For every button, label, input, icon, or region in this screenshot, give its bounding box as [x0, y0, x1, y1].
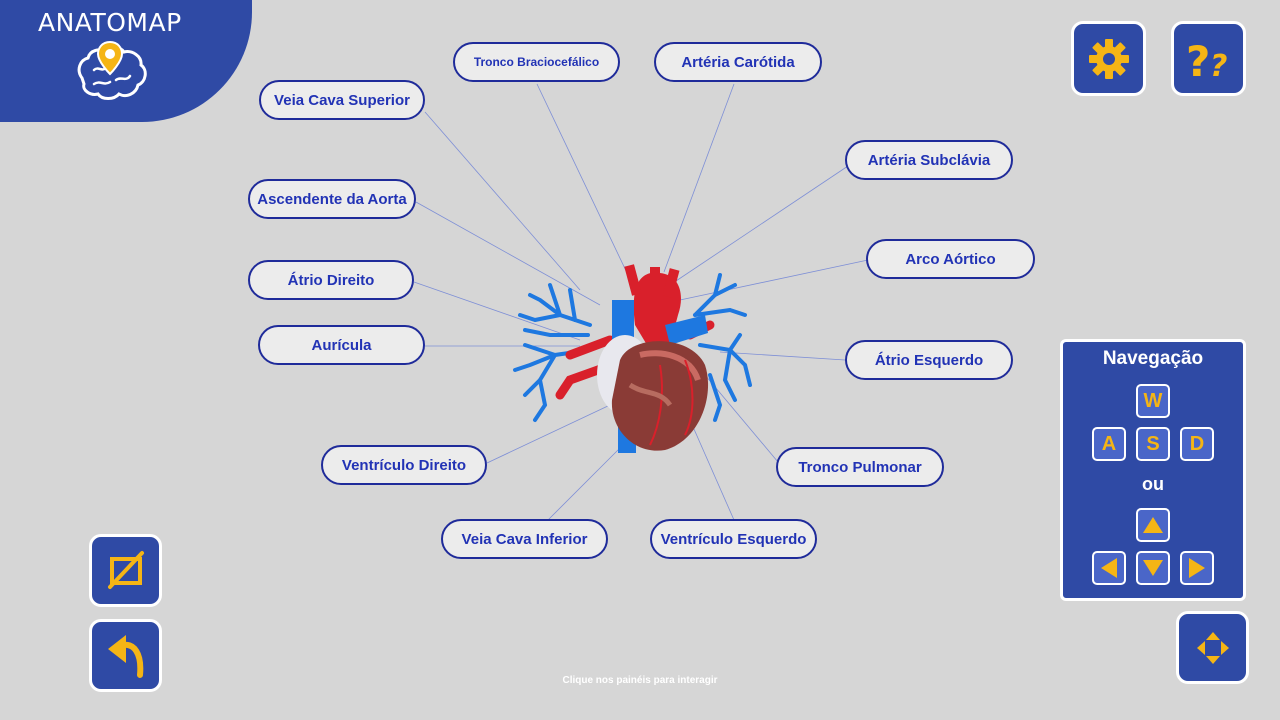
move-arrows-icon	[1196, 631, 1229, 664]
label-arco-aortico[interactable]: Arco Aórtico	[866, 239, 1035, 279]
key-s[interactable]: S	[1136, 427, 1170, 461]
navigation-panel: Navegação W A S D ou	[1060, 339, 1246, 601]
arrow-left-key[interactable]	[1092, 551, 1126, 585]
square-slash-icon	[107, 550, 144, 589]
interaction-hint: Clique nos painéis para interagir	[562, 675, 718, 686]
arrow-down-icon	[1143, 560, 1163, 576]
label-auricula[interactable]: Aurícula	[258, 325, 425, 365]
label-veia-cava-superior[interactable]: Veia Cava Superior	[259, 80, 425, 120]
label-atrio-direito[interactable]: Átrio Direito	[248, 260, 414, 300]
help-button[interactable]: ? ?	[1171, 21, 1246, 96]
navigation-or: ou	[1142, 474, 1164, 494]
arrow-right-icon	[1189, 558, 1205, 578]
arrow-left-icon	[1101, 558, 1117, 578]
heart-model	[513, 264, 752, 453]
reset-view-button[interactable]	[89, 619, 162, 692]
settings-button[interactable]	[1071, 21, 1146, 96]
arrow-up-icon	[1143, 517, 1163, 533]
key-w[interactable]: W	[1136, 384, 1170, 418]
question-marks-icon: ? ?	[1186, 37, 1227, 82]
label-atrio-esquerdo[interactable]: Átrio Esquerdo	[845, 340, 1013, 380]
undo-arrow-icon	[107, 634, 143, 678]
svg-text:?: ?	[1186, 37, 1210, 82]
key-d[interactable]: D	[1180, 427, 1214, 461]
label-arteria-carotida[interactable]: Artéria Carótida	[654, 42, 822, 82]
app-title: ANATOMAP	[38, 8, 182, 37]
arrow-right-key[interactable]	[1180, 551, 1214, 585]
label-ascendente-aorta[interactable]: Ascendente da Aorta	[248, 179, 416, 219]
logo-panel: ANATOMAP	[0, 0, 252, 122]
label-tronco-braquiocefalico[interactable]: Tronco Braciocefálico	[453, 42, 620, 82]
gear-icon	[1088, 38, 1129, 79]
arrow-down-key[interactable]	[1136, 551, 1170, 585]
label-ventriculo-direito[interactable]: Ventrículo Direito	[321, 445, 487, 485]
move-button[interactable]	[1176, 611, 1249, 684]
toggle-labels-button[interactable]	[89, 534, 162, 607]
arrow-up-key[interactable]	[1136, 508, 1170, 542]
label-arteria-subclavia[interactable]: Artéria Subclávia	[845, 140, 1013, 180]
navigation-title: Navegação	[1102, 348, 1204, 369]
svg-text:?: ?	[1210, 49, 1227, 82]
key-a[interactable]: A	[1092, 427, 1126, 461]
label-ventriculo-esquerdo[interactable]: Ventrículo Esquerdo	[650, 519, 817, 559]
brain-location-icon	[77, 40, 147, 100]
label-tronco-pulmonar[interactable]: Tronco Pulmonar	[776, 447, 944, 487]
label-veia-cava-inferior[interactable]: Veia Cava Inferior	[441, 519, 608, 559]
